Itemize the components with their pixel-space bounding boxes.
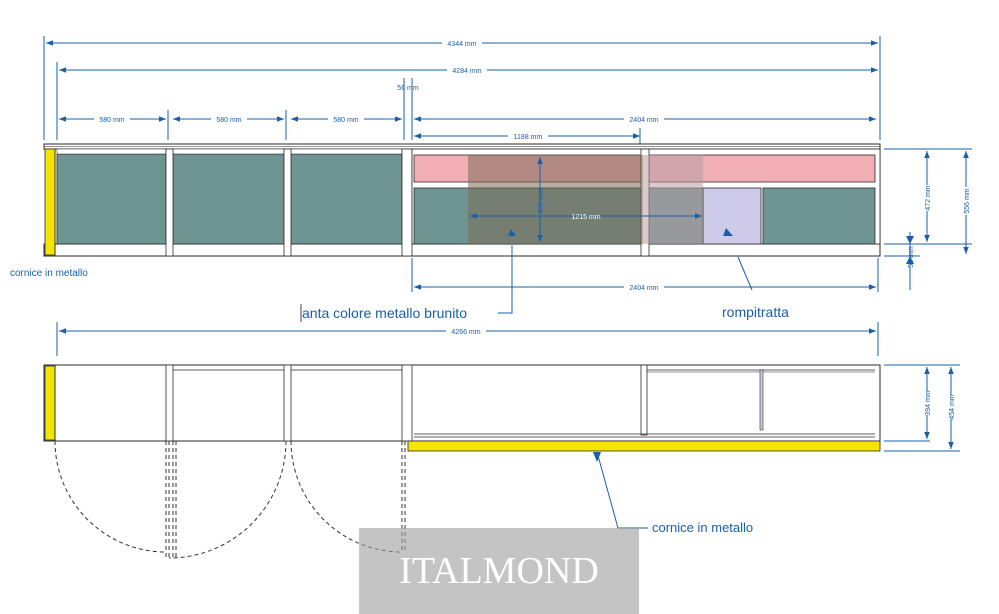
plan-yellow-frame-bottom	[407, 440, 881, 452]
top-dimensions	[43, 36, 881, 145]
front-elevation	[43, 143, 881, 257]
label-divider: rompitratta	[722, 304, 789, 320]
label-frame-plan: cornice in metallo	[652, 520, 753, 535]
lilac-panel	[702, 187, 762, 245]
dim-text-58: 58 mm	[908, 246, 915, 268]
front-yellow-frame	[44, 148, 56, 256]
door-overlay-mauve	[643, 155, 703, 244]
dim-text-1215: 1215 mm	[571, 214, 600, 221]
top-dimension-texts: 4344 mm 4284 mm 56 mm 580 mm 580 mm 580 …	[94, 38, 664, 141]
right-dimensions-front	[884, 148, 972, 290]
door-overlay-brown	[468, 155, 643, 244]
dim-text-4284: 4284 mm	[452, 68, 481, 75]
dim-text-4266: 4266 mm	[451, 329, 480, 336]
plan-yellow-frame-left	[44, 365, 56, 441]
front-door-3	[290, 153, 403, 245]
dim-text-580a: 580 mm	[99, 117, 124, 124]
front-door-1	[56, 153, 167, 245]
dim-text-394: 394 mm	[925, 390, 932, 415]
label-door: anta colore metallo brunito	[302, 305, 467, 321]
watermark: ITALMOND	[359, 528, 639, 614]
dim-text-1188: 1188 mm	[514, 134, 543, 141]
dim-text-454: 454 mm	[949, 394, 956, 419]
dim-text-556: 556 mm	[964, 188, 971, 213]
door-swings	[54, 440, 406, 559]
dim-text-470: 470 mm	[538, 188, 545, 213]
dim-text-2404-bottom: 2404 mm	[629, 285, 658, 292]
dim-text-580b: 580 mm	[216, 117, 241, 124]
dim-text-472: 472 mm	[925, 185, 932, 210]
dim-text-2404-top: 2404 mm	[629, 117, 658, 124]
front-internal-dimensions	[470, 157, 702, 242]
label-frame-front: cornice in metallo	[10, 268, 88, 279]
dim-text-4344: 4344 mm	[447, 41, 476, 48]
dim-text-580c: 580 mm	[333, 117, 358, 124]
plan-view	[43, 364, 881, 452]
dim-text-56: 56 mm	[397, 85, 419, 92]
front-door-2	[172, 153, 285, 245]
